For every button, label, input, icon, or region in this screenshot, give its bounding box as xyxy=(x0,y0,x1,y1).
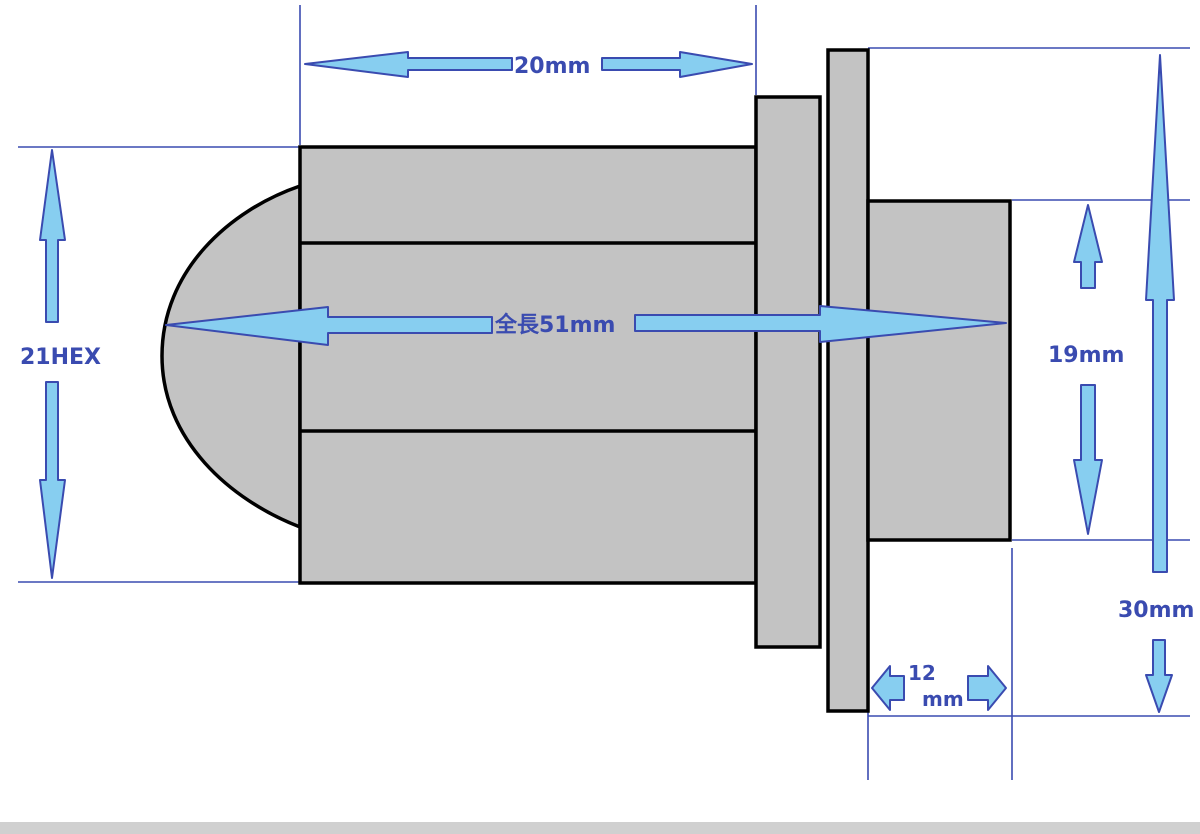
label-19mm: 19mm xyxy=(1048,343,1124,368)
arrow-12mm-right xyxy=(967,665,1007,711)
arrow-19mm-up xyxy=(1073,204,1103,289)
arrow-total-left xyxy=(165,306,493,346)
arrow-12mm-left xyxy=(871,665,905,711)
arrow-20mm-left xyxy=(304,51,513,78)
shank xyxy=(866,199,1012,542)
arrow-20mm-right xyxy=(601,51,753,78)
label-30mm: 30mm xyxy=(1118,598,1194,623)
arrow-30mm-up xyxy=(1145,54,1175,573)
footer-bar xyxy=(0,822,1200,834)
flange xyxy=(826,48,870,713)
label-12mm-number: 12 xyxy=(908,661,936,685)
arrow-hex-down xyxy=(39,381,66,579)
label-12mm-unit: mm xyxy=(922,687,964,711)
guide-lines xyxy=(18,5,1190,780)
dimension-labels: 20mm 全長51mm 21HEX 19mm 30mm 12 mm xyxy=(20,54,1194,711)
arrow-hex-up xyxy=(39,149,66,323)
dimension-arrows xyxy=(39,51,1175,713)
arrow-total-right xyxy=(634,305,1007,343)
arrow-19mm-down xyxy=(1073,384,1103,535)
arrow-30mm-down xyxy=(1145,639,1173,713)
washer xyxy=(754,95,822,649)
dome-cap xyxy=(160,183,302,530)
lug-nut-body xyxy=(160,48,1012,713)
label-21hex: 21HEX xyxy=(20,345,101,370)
label-total-length: 全長51mm xyxy=(494,312,615,338)
label-20mm: 20mm xyxy=(514,54,590,79)
hex-body xyxy=(298,145,758,585)
